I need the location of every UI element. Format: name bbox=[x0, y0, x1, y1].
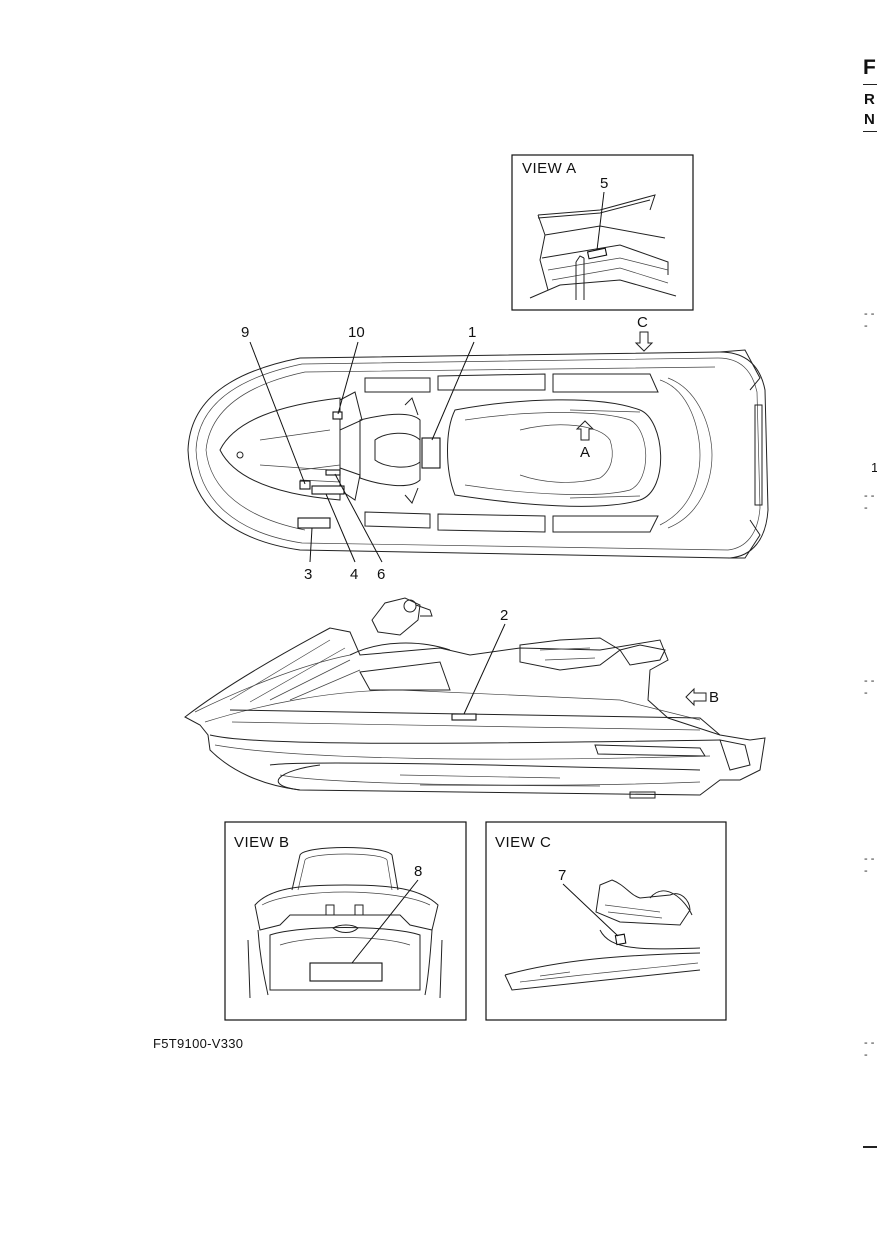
edge-dash: - - - bbox=[864, 853, 875, 877]
callout-9: 9 bbox=[241, 324, 249, 341]
label-10-marker bbox=[332, 411, 343, 420]
arrow-c bbox=[634, 331, 654, 352]
view-b-title: VIEW B bbox=[234, 834, 290, 851]
callout-2: 2 bbox=[500, 607, 508, 624]
callout-8: 8 bbox=[414, 863, 422, 880]
callout-4: 4 bbox=[350, 566, 358, 583]
edge-number-1: 1 bbox=[871, 460, 877, 475]
callout-10: 10 bbox=[348, 324, 365, 341]
top-view-hull-drawing bbox=[187, 349, 769, 559]
view-a-title: VIEW A bbox=[522, 160, 577, 177]
arrow-b bbox=[685, 687, 707, 707]
edge-dash: - - - bbox=[864, 490, 875, 514]
edge-heading-n: N bbox=[864, 111, 875, 128]
view-a-hull-drawing bbox=[529, 191, 677, 300]
arrow-a bbox=[575, 420, 595, 441]
callout-5: 5 bbox=[600, 175, 608, 192]
label-1-marker bbox=[421, 437, 441, 469]
view-b-panel: VIEW B 8 bbox=[224, 821, 467, 1021]
edge-rule-1 bbox=[863, 84, 877, 85]
top-view: 9 10 1 C bbox=[187, 314, 769, 583]
edge-rule-2 bbox=[863, 131, 877, 132]
edge-heading-r: R bbox=[864, 91, 875, 108]
view-c-title: VIEW C bbox=[495, 834, 551, 851]
view-b-stern-drawing bbox=[247, 847, 443, 999]
view-c-panel: VIEW C 7 bbox=[485, 821, 727, 1021]
edge-dash: - - - bbox=[864, 1037, 875, 1061]
side-view-hull-drawing bbox=[184, 597, 766, 799]
side-view: 2 bbox=[184, 597, 766, 799]
label-5-marker bbox=[586, 247, 608, 260]
callout-6: 6 bbox=[377, 566, 385, 583]
edge-rule-3 bbox=[863, 1146, 877, 1148]
figure-code: F5T9100-V330 bbox=[153, 1036, 244, 1051]
arrow-a-label: A bbox=[580, 444, 590, 461]
edge-dash: - - - bbox=[864, 675, 875, 699]
label-6-marker bbox=[325, 469, 341, 476]
label-2-marker bbox=[451, 713, 477, 721]
arrow-b-label: B bbox=[709, 689, 719, 706]
label-4-marker bbox=[311, 485, 345, 495]
callout-1: 1 bbox=[468, 324, 476, 341]
edge-heading-f: F bbox=[863, 56, 876, 79]
label-9-marker bbox=[299, 480, 311, 490]
label-8-marker bbox=[309, 962, 383, 982]
edge-dash: - - - bbox=[864, 308, 875, 332]
view-a-panel: VIEW A 5 bbox=[511, 154, 694, 311]
callout-7: 7 bbox=[558, 867, 566, 884]
label-7-marker bbox=[614, 933, 627, 946]
view-c-hull-drawing bbox=[504, 879, 701, 991]
label-3-marker bbox=[297, 517, 331, 529]
callout-3: 3 bbox=[304, 566, 312, 583]
arrow-c-label: C bbox=[637, 314, 648, 331]
